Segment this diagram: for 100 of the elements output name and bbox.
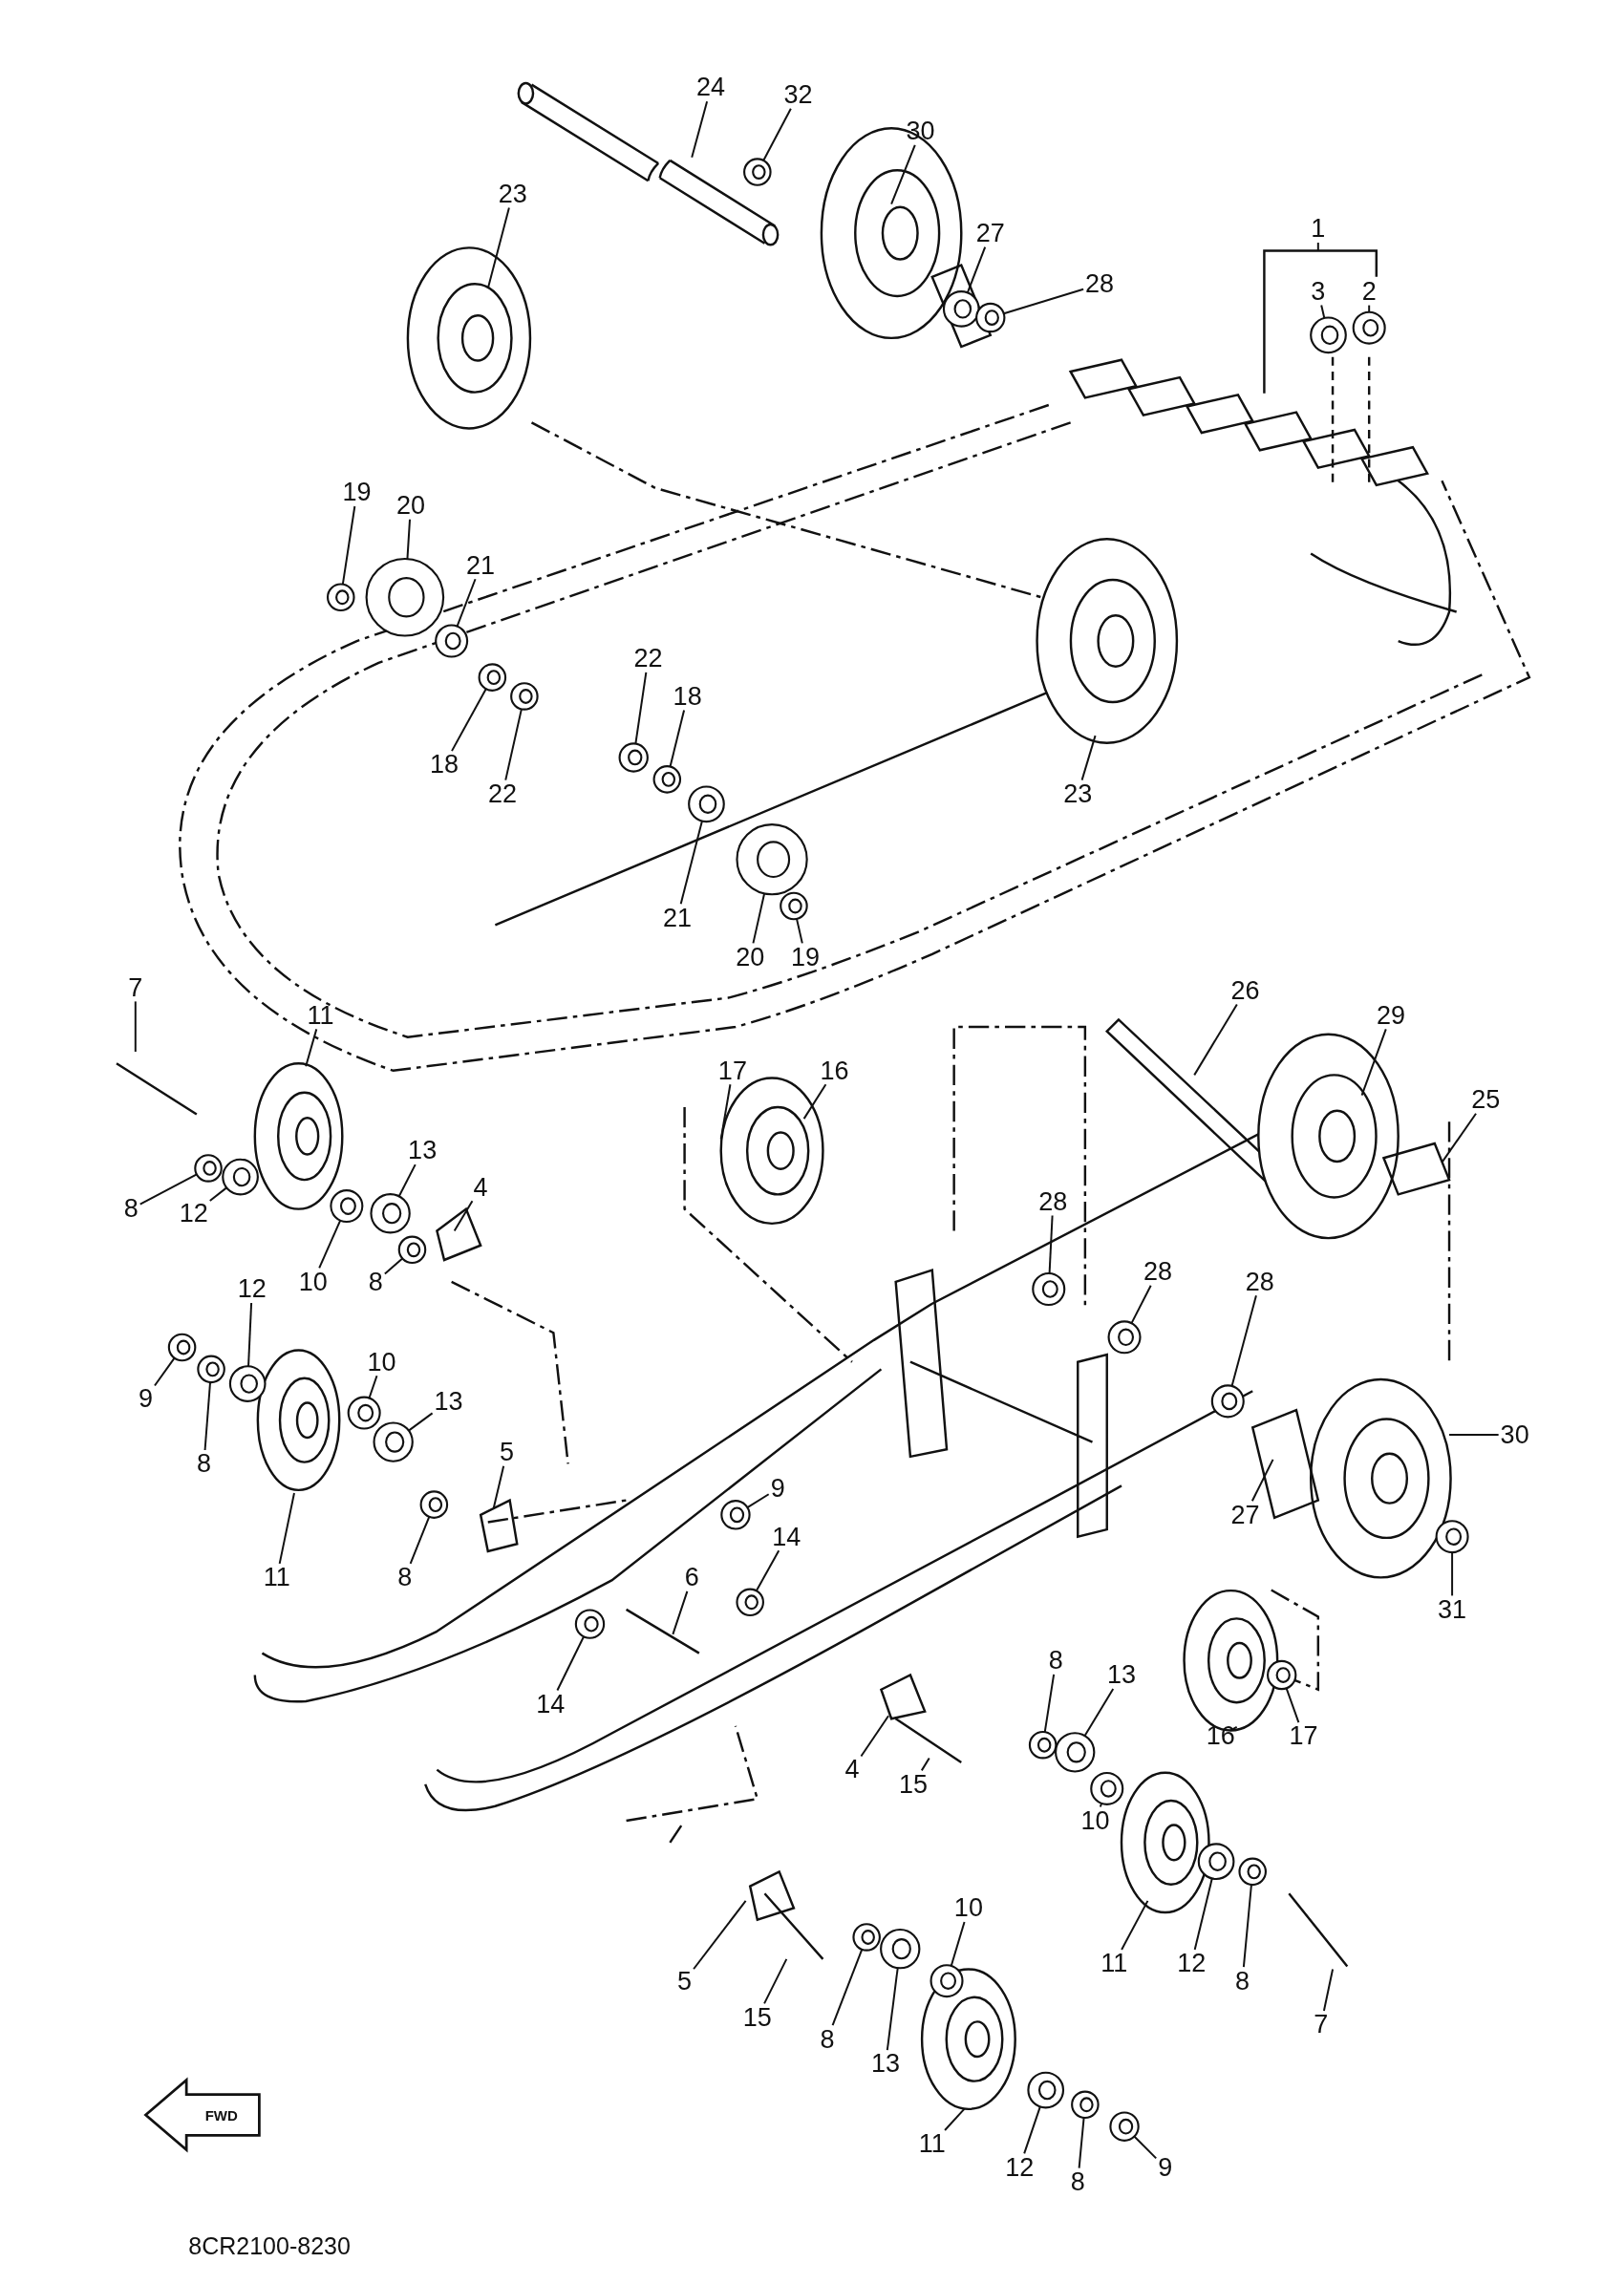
leader-line	[453, 1200, 474, 1232]
callout-number: 8	[1046, 1646, 1065, 1675]
callout-number: 9	[768, 1474, 787, 1503]
leader-line	[203, 1381, 211, 1451]
leader-line	[1080, 735, 1097, 781]
washer	[942, 290, 980, 328]
leader-line	[802, 1083, 827, 1121]
callout-number: 12	[235, 1274, 268, 1303]
callout-number: 20	[734, 943, 767, 971]
leader-line	[397, 1163, 417, 1198]
leader-line	[456, 578, 477, 628]
washer	[373, 1421, 414, 1462]
callout-number: 12	[1003, 2153, 1036, 2182]
leader-line	[693, 1899, 747, 1971]
callout-number: 14	[770, 1523, 803, 1550]
washer	[1267, 1659, 1297, 1691]
washer	[1238, 1857, 1267, 1887]
washer	[975, 302, 1006, 333]
leader-line	[679, 820, 703, 906]
callout-number: 4	[843, 1755, 862, 1783]
callout-number: 30	[1498, 1420, 1531, 1449]
direction-label: FWD	[204, 2107, 238, 2123]
washer	[930, 1964, 964, 1998]
callout-number: 16	[818, 1057, 851, 1085]
washer	[222, 1158, 259, 1196]
leader-line	[1230, 1294, 1257, 1387]
callout-number: 17	[716, 1057, 749, 1085]
leader-line	[409, 1515, 431, 1565]
callout-number: 15	[896, 1770, 930, 1799]
callout-number: 8	[818, 2025, 837, 2053]
washer	[1032, 1271, 1066, 1307]
leader-line	[368, 1375, 378, 1399]
callout-number: 17	[1287, 1721, 1320, 1750]
washer	[435, 624, 469, 658]
leader-line	[504, 708, 523, 781]
callout-number: 3	[1309, 277, 1328, 306]
washer	[510, 682, 539, 711]
washer	[1310, 316, 1347, 354]
callout-number: 23	[1061, 779, 1095, 808]
washer	[1352, 310, 1386, 345]
callout-number: 7	[1312, 2010, 1331, 2039]
callout-number: 21	[660, 904, 694, 932]
leader-line	[1441, 1112, 1478, 1163]
callout-number: 4	[471, 1173, 490, 1202]
callout-number: 21	[464, 551, 498, 580]
washer	[1107, 1320, 1142, 1355]
callout-number: 28	[1243, 1268, 1276, 1296]
callout-number: 18	[671, 682, 704, 711]
washer	[1028, 1730, 1058, 1760]
leader-line	[318, 1219, 342, 1270]
callout-number: 13	[868, 2049, 902, 2078]
callout-number: 27	[1229, 1501, 1262, 1529]
washer	[397, 1235, 427, 1265]
washer	[1435, 1520, 1469, 1554]
callout-number: 27	[973, 219, 1007, 247]
washer	[1027, 2071, 1065, 2109]
washer	[478, 663, 507, 692]
callout-number: 12	[177, 1199, 210, 1227]
washer	[880, 1928, 921, 1970]
callout-number: 30	[904, 117, 937, 145]
callout-number: 10	[951, 1893, 985, 1922]
leader-line	[407, 1412, 434, 1432]
callout-number: 8	[194, 1449, 213, 1478]
callout-number: 8	[121, 1194, 140, 1223]
leader-line	[920, 1757, 930, 1772]
leader-line	[944, 2107, 966, 2131]
callout-number: 13	[432, 1387, 465, 1416]
washer	[618, 742, 649, 773]
callout-number: 19	[789, 943, 823, 971]
callout-number: 5	[498, 1438, 517, 1466]
washer	[370, 1193, 411, 1234]
leader-line	[556, 1635, 586, 1692]
leader-line	[755, 1549, 780, 1592]
washer	[1210, 1384, 1245, 1419]
callout-number: 15	[740, 2003, 774, 2032]
leader-line	[451, 688, 487, 753]
leader-line	[672, 1590, 689, 1635]
washer	[197, 1355, 225, 1384]
leader-line	[1360, 1028, 1387, 1097]
leader-line	[492, 1464, 505, 1509]
leader-line	[1193, 1877, 1213, 1951]
washer	[652, 765, 682, 794]
leader-line	[763, 1957, 788, 2005]
leader-line	[691, 100, 709, 159]
callout-number: 25	[1469, 1085, 1503, 1114]
leader-line	[762, 107, 792, 161]
leader-line	[1193, 1003, 1238, 1077]
callout-number: 7	[126, 973, 145, 1002]
leader-line	[383, 1257, 404, 1275]
callout-number: 19	[340, 478, 374, 506]
leader-line	[831, 1948, 864, 2027]
callout-number: 11	[261, 1563, 292, 1591]
callout-number: 1	[1309, 214, 1328, 243]
callout-number: 22	[631, 644, 665, 672]
leader-line	[1285, 1687, 1300, 1724]
leader-line	[1242, 1884, 1252, 1969]
washer	[1055, 1732, 1096, 1773]
callout-number: 13	[1104, 1660, 1138, 1689]
washer	[574, 1609, 606, 1639]
callout-number: 11	[305, 1001, 336, 1030]
